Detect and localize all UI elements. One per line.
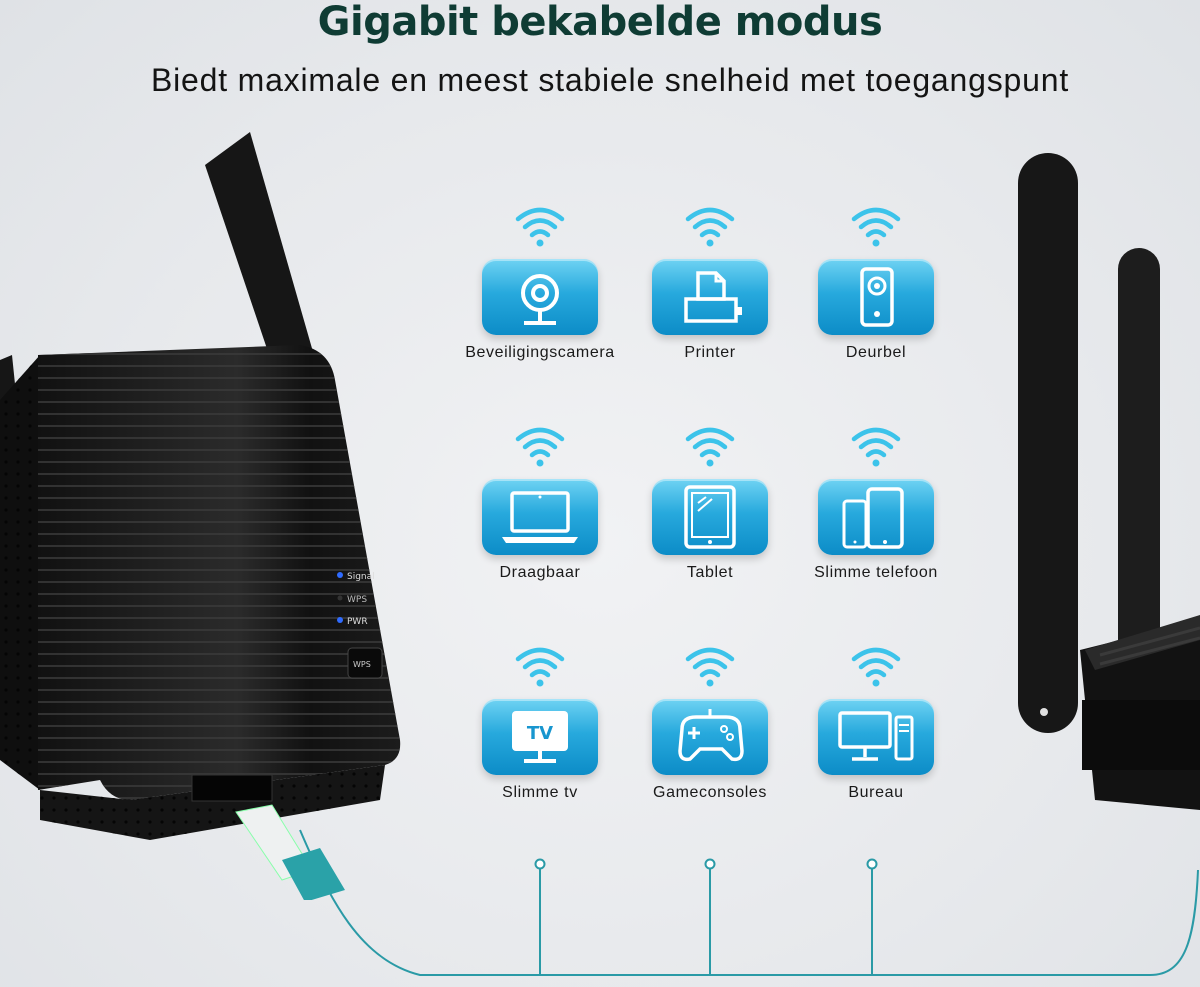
wifi-signal-icon (684, 425, 736, 469)
gamepad-icon (652, 699, 768, 775)
doorbell-icon (818, 259, 934, 335)
device-label: Deurbel (845, 344, 907, 361)
wps-button-label: WPS (353, 660, 371, 669)
led-label-pwr: PWR (347, 617, 368, 627)
ethernet-port (191, 774, 273, 802)
led-label-wps: WPS (347, 595, 367, 605)
led-panel: Signal WPS PWR WPS (337, 572, 383, 679)
laptop-icon (482, 479, 598, 555)
tablet-icon (652, 479, 768, 555)
wifi-signal-icon (514, 205, 566, 249)
ethernet-cable-line (299, 829, 1199, 976)
printer-icon (652, 259, 768, 335)
smartphone-icon (818, 479, 934, 555)
wifi-signal-icon (850, 205, 902, 249)
tv-icon-text: TV (527, 723, 553, 744)
device-label: Printer (684, 344, 736, 361)
led-label-signal: Signal (347, 572, 375, 582)
device-label: Slimme telefoon (814, 564, 938, 581)
page-title: Gigabit bekabelde modus (317, 0, 883, 45)
device-label: Bureau (848, 784, 904, 801)
wifi-signal-icon (850, 645, 902, 689)
tv-icon: TV (482, 699, 598, 775)
wifi-signal-icon (684, 645, 736, 689)
page-subtitle: Biedt maximale en meest stabiele snelhei… (150, 62, 1070, 98)
device-label: Beveiligingscamera (465, 344, 615, 361)
wifi-signal-icon (514, 425, 566, 469)
wifi-signal-icon (850, 425, 902, 469)
desktop-icon (818, 699, 934, 775)
device-label: Gameconsoles (653, 784, 767, 801)
ethernet-plug (235, 804, 345, 900)
wifi-signal-icon (684, 205, 736, 249)
device-label: Slimme tv (502, 784, 578, 801)
wifi-signal-icon (514, 645, 566, 689)
device-label: Tablet (686, 564, 734, 581)
range-extender-image: Signal WPS PWR WPS (0, 132, 401, 900)
device-label: Draagbaar (499, 564, 581, 581)
camera-icon (482, 259, 598, 335)
